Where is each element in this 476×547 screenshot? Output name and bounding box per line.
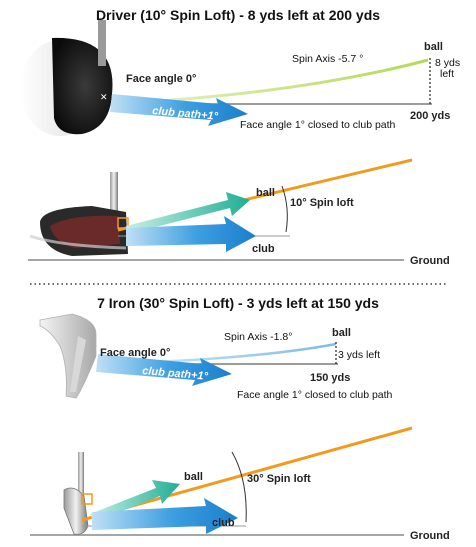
driver-ball-label: ball xyxy=(424,41,443,53)
driver-spin-loft-label: 10° Spin loft xyxy=(290,197,354,209)
driver-club-delivery-arrow xyxy=(126,216,256,252)
driver-spin-loft-arc xyxy=(281,185,288,233)
iron-ball-label: ball xyxy=(332,327,351,339)
iron-side-club-label: club xyxy=(212,517,235,529)
driver-face-square-marker xyxy=(117,217,129,229)
driver-yds-left-line2: left xyxy=(440,68,454,80)
iron-face-note: Face angle 1° closed to club path xyxy=(237,389,393,401)
iron-face-square-marker xyxy=(81,493,93,505)
iron-ground-label: Ground xyxy=(410,530,450,542)
driver-title: Driver (10° Spin Loft) - 8 yds left at 2… xyxy=(96,7,380,23)
driver-face-angle-label: Face angle 0° xyxy=(126,73,196,85)
driver-head-top-view: ✕ xyxy=(20,20,113,136)
driver-club-path-arrow xyxy=(110,94,248,126)
iron-distance-label: 150 yds xyxy=(310,372,350,384)
driver-distance-label: 200 yds xyxy=(410,110,450,122)
driver-club-path-label: club path+1° xyxy=(152,105,219,123)
driver-ball-launch-arrow xyxy=(126,192,250,234)
driver-spin-axis-label: Spin Axis -5.7 ° xyxy=(292,53,363,65)
iron-side-ball-label: ball xyxy=(184,471,203,483)
iron-spin-loft-label: 30° Spin loft xyxy=(247,473,311,485)
driver-side-club-label: club xyxy=(252,243,275,255)
driver-ground-label: Ground xyxy=(410,255,450,267)
driver-face-note: Face angle 1° closed to club path xyxy=(240,119,396,131)
iron-face-angle-label: Face angle 0° xyxy=(100,347,170,359)
iron-head-side-view xyxy=(63,452,89,535)
iron-head-top-view xyxy=(39,313,97,399)
driver-yds-left-line1: 8 yds xyxy=(435,57,460,69)
svg-text:✕: ✕ xyxy=(100,92,108,102)
iron-yds-left-label: 3 yds left xyxy=(338,349,380,361)
iron-club-delivery-arrow xyxy=(92,498,238,534)
driver-side-ball-label: ball xyxy=(256,187,275,199)
iron-club-path-label: club path+1° xyxy=(142,365,209,383)
iron-title: 7 Iron (30° Spin Loft) - 3 yds left at 1… xyxy=(97,295,379,311)
iron-club-path-arrow xyxy=(96,354,232,386)
iron-spin-loft-arc xyxy=(231,451,247,523)
iron-spin-axis-label: Spin Axis -1.8° xyxy=(224,331,292,343)
driver-head-side-view xyxy=(29,172,128,256)
